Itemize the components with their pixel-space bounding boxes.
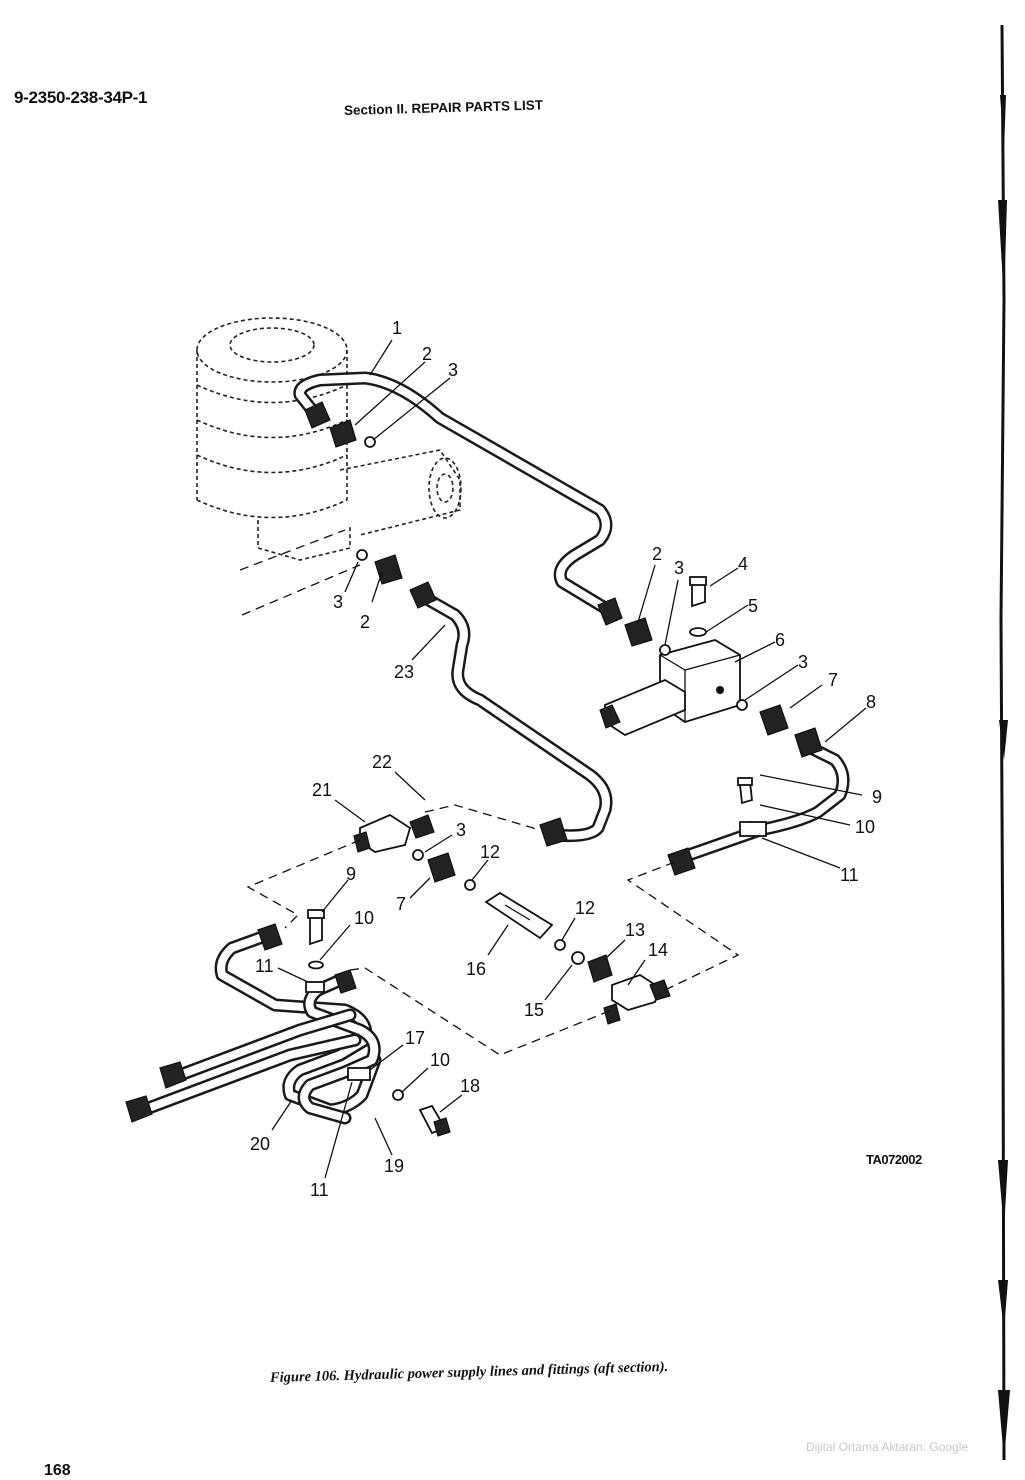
callout-6: 6 [775, 630, 785, 650]
callout-12: 12 [480, 842, 500, 862]
callout-10: 10 [354, 908, 374, 928]
reservoir-outline [196, 317, 462, 616]
tube-bundle-19-20 [125, 928, 382, 1125]
callout-3: 3 [333, 592, 343, 612]
figure-id-code: TA072002 [866, 1152, 922, 1167]
digitizer-watermark: Dijital Ortama Aktaran: Google [806, 1440, 969, 1454]
callout-18: 18 [460, 1076, 480, 1096]
callout-23: 23 [394, 662, 414, 682]
callout-8: 8 [866, 692, 876, 712]
callout-7: 7 [396, 894, 406, 914]
callout-2: 2 [360, 612, 370, 632]
callout-14: 14 [648, 940, 668, 960]
callout-4: 4 [738, 554, 748, 574]
callout-9: 9 [872, 787, 882, 807]
callout-labels: 1 2 3 2 3 4 5 6 3 7 8 9 10 11 3 2 23 22 … [250, 318, 882, 1200]
callout-2: 2 [652, 544, 662, 564]
callout-22: 22 [372, 752, 392, 772]
callout-10: 10 [430, 1050, 450, 1070]
callout-19: 19 [384, 1156, 404, 1176]
callout-11: 11 [255, 956, 274, 976]
tube-assembly-1 [293, 371, 613, 615]
callout-7: 7 [828, 670, 838, 690]
tee-fitting-14 [603, 974, 671, 1025]
callout-15: 15 [524, 1000, 544, 1020]
page-number: 168 [44, 1462, 71, 1479]
callout-20: 20 [250, 1134, 270, 1154]
callout-5: 5 [748, 596, 758, 616]
callout-3: 3 [456, 820, 466, 840]
tube-assembly-8 [673, 738, 850, 865]
callout-13: 13 [625, 920, 645, 940]
callout-16: 16 [466, 959, 486, 979]
document-number: 9-2350-238-34P-1 [14, 88, 148, 107]
filter-16 [484, 891, 554, 940]
callout-3: 3 [798, 652, 808, 672]
callout-9: 9 [346, 864, 356, 884]
callout-1: 1 [392, 318, 402, 338]
callout-11: 11 [840, 865, 859, 885]
fittings [257, 401, 823, 1137]
callout-12: 12 [575, 898, 595, 918]
dashed-connections [246, 804, 740, 1056]
tube-assembly-23 [413, 588, 613, 843]
callout-21: 21 [312, 780, 332, 800]
leader-lines [271, 339, 867, 1179]
exploded-parts-diagram: 1 2 3 2 3 4 5 6 3 7 8 9 10 11 3 2 23 22 … [125, 317, 882, 1200]
callout-3: 3 [448, 360, 458, 380]
callout-2: 2 [422, 344, 432, 364]
binding-edge [998, 24, 1010, 1461]
callout-17: 17 [405, 1028, 425, 1048]
callout-11: 11 [310, 1180, 329, 1200]
callout-10: 10 [855, 817, 875, 837]
tee-fitting-21 [353, 813, 435, 853]
callout-3: 3 [674, 558, 684, 578]
valve-block-6 [599, 639, 741, 737]
